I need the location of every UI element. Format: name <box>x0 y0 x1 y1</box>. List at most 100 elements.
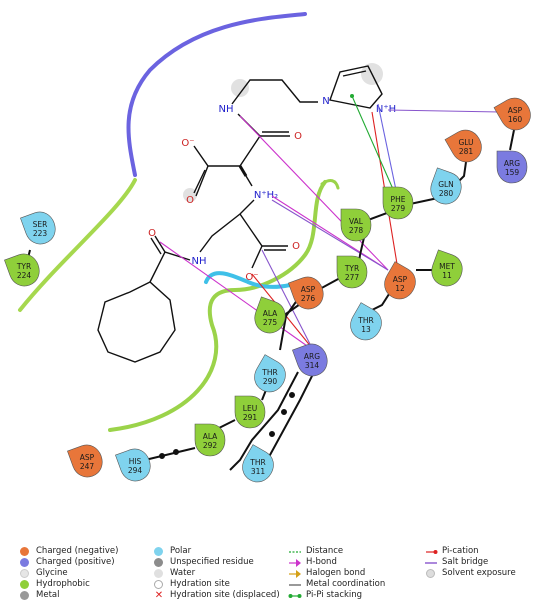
residue-droplet <box>67 444 103 478</box>
pocket-outline-green-small <box>320 179 340 190</box>
legend-glycine: Glycine <box>18 568 118 579</box>
residue-droplet <box>496 150 528 184</box>
residue-droplet <box>444 129 482 163</box>
residue-number: 311 <box>251 467 266 476</box>
interactions <box>159 94 501 349</box>
legend-col-interactions: Distance H-bond Halogen bond Metal coord… <box>288 546 385 601</box>
residue-name: ARG <box>304 352 320 361</box>
atom-nh-top: NH <box>219 104 234 115</box>
residue-droplet <box>350 302 382 341</box>
residue-name: MET <box>439 262 455 271</box>
residue-droplet <box>384 261 416 300</box>
residue-droplet <box>242 444 274 483</box>
atom-nh-mid: NH <box>192 256 207 267</box>
atom-o-carbonyl-right: O <box>292 241 300 252</box>
residue-droplet <box>288 276 324 310</box>
residue-number: 279 <box>391 204 406 213</box>
residue-droplet <box>430 167 462 205</box>
residue-number: 224 <box>17 271 32 280</box>
residue-droplet <box>336 255 368 289</box>
residue-name: ASP <box>80 453 95 462</box>
ligand-bonds <box>97 65 383 363</box>
pocket-outline-green-left <box>18 178 137 312</box>
legend-metal: Metal <box>18 590 118 601</box>
residue-number: 291 <box>243 413 258 422</box>
residue-number: 294 <box>128 466 143 475</box>
residue-number: 314 <box>305 361 320 370</box>
residue-name: THR <box>249 458 265 467</box>
residue-droplet <box>234 395 266 429</box>
residue-name: THR <box>357 316 373 325</box>
pocket-outline-cyan <box>204 271 292 289</box>
legend-hydrophobic: Hydrophobic <box>18 579 118 590</box>
atom-o-carbonyl-top: O <box>294 131 302 142</box>
interaction-diagram: NH N N⁺H O O⁻ O N⁺H₂ NH O O⁻ O <box>4 12 531 483</box>
residue-name: GLN <box>438 180 454 189</box>
residue-name: ALA <box>203 432 218 441</box>
residue-number: 275 <box>263 318 278 327</box>
legend-charged-negative: Charged (negative) <box>18 546 118 557</box>
residue-name: ASP <box>508 106 523 115</box>
residue-number: 276 <box>301 294 316 303</box>
residue-droplet <box>4 253 40 287</box>
residue-name: TYR <box>344 264 359 273</box>
residue-number: 11 <box>442 271 452 280</box>
residue-number: 281 <box>459 147 474 156</box>
residue-droplet <box>254 296 286 334</box>
residue-droplet <box>115 448 151 482</box>
legend-solvent-exposure: Solvent exposure <box>424 568 516 579</box>
residue-name: TYR <box>16 262 31 271</box>
residue-number: 292 <box>203 441 218 450</box>
legend-halogen-bond: Halogen bond <box>288 568 385 579</box>
residue-name: ALA <box>263 309 278 318</box>
residue-name: PHE <box>391 195 406 204</box>
legend-col-interactions-2: Pi-cation Salt bridge Solvent exposure <box>424 546 516 579</box>
legend-salt-bridge: Salt bridge <box>425 557 489 567</box>
pocket-outline-green-mid <box>108 180 327 432</box>
legend-hydration-displaced: ✕Hydration site (displaced) <box>152 590 280 601</box>
atom-n-ring: N <box>322 96 329 107</box>
residue-name: GLU <box>458 138 473 147</box>
residue-name: HIS <box>129 457 142 466</box>
residue-name: ARG <box>504 159 520 168</box>
residue-number: 290 <box>263 377 278 386</box>
ligand-atoms: NH N N⁺H O O⁻ O N⁺H₂ NH O O⁻ O <box>148 96 396 283</box>
legend-distance: Distance <box>289 546 344 556</box>
residue-name: THR <box>261 368 277 377</box>
atom-n-plus-h: N⁺H <box>376 104 396 115</box>
residues: ASP160ARG159GLU281GLN280PHE279VAL278TYR2… <box>4 97 531 483</box>
residue-name: ASP <box>393 275 408 284</box>
legend-hbond: H-bond <box>288 557 385 568</box>
residue-name: LEU <box>243 404 257 413</box>
atom-o-minus-bottom: O⁻ <box>245 272 258 283</box>
legend-col-residue-types: Charged (negative) Charged (positive) Gl… <box>18 546 118 601</box>
residue-number: 160 <box>508 115 523 124</box>
legend-col-other: Polar Unspecified residue Water Hydratio… <box>152 546 280 601</box>
legend-polar: Polar <box>152 546 280 557</box>
atom-nh2-plus: N⁺H₂ <box>254 190 278 201</box>
residue-number: 278 <box>349 226 364 235</box>
x-icon: ✕ <box>154 590 164 601</box>
residue-number: 247 <box>80 462 95 471</box>
legend-charged-positive: Charged (positive) <box>18 557 118 568</box>
residue-number: 223 <box>33 229 48 238</box>
residue-number: 13 <box>361 325 371 334</box>
residue-name: SER <box>33 220 48 229</box>
atom-o-minus-top: O⁻ <box>181 138 194 149</box>
legend-metal-coordination: Metal coordination <box>289 579 386 589</box>
